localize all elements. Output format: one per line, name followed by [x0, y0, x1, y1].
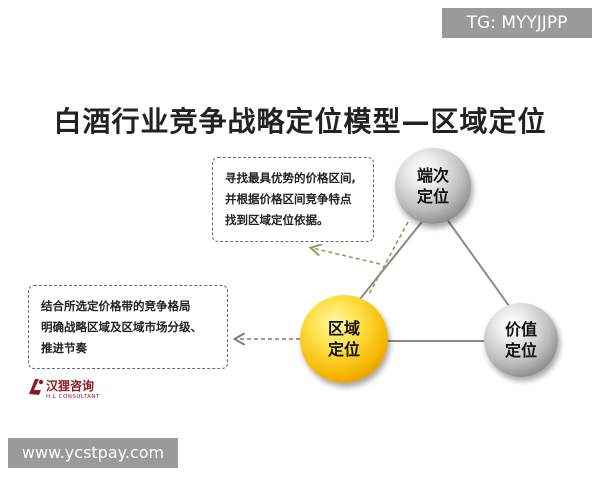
node-label-line: 端次: [416, 166, 449, 185]
callout-line: 结合所选定价格带的竞争格局: [41, 299, 191, 313]
brand-name: 汉狸咨询: [46, 379, 95, 393]
watermark-bottom: www.ycstpay.com: [8, 438, 178, 468]
callout-price-range: 寻找最具优势的价格区间, 并根据价格区间竞争特点 找到区域定位依据。: [212, 157, 374, 242]
node-label-line: 定位: [327, 340, 360, 359]
node-tier-positioning: 端次 定位: [395, 148, 471, 224]
callout-line: 找到区域定位依据。: [225, 213, 329, 227]
node-label-line: 区域: [327, 319, 360, 338]
brand-mark-icon: [29, 379, 44, 395]
callout-line: 推进节奏: [41, 341, 87, 355]
dashed-arrow-top-2: [367, 221, 409, 297]
brand-subtitle: H.L CONSULTANT: [46, 394, 100, 400]
dashed-arrow-top: [312, 248, 381, 265]
node-label-line: 定位: [504, 341, 537, 360]
callout-line: 寻找最具优势的价格区间,: [225, 171, 356, 185]
page-title: 白酒行业竞争战略定位模型—区域定位: [53, 105, 547, 138]
node-label-line: 价值: [504, 320, 537, 339]
callout-strategic-region: 结合所选定价格带的竞争格局 明确战略区域及区域市场分级、 推进节奏: [28, 285, 228, 369]
edge-top-right: [445, 217, 513, 311]
node-regional-positioning: 区域 定位: [300, 295, 388, 383]
edge-top-left: [355, 217, 426, 305]
callout-line: 明确战略区域及区域市场分级、: [41, 320, 202, 334]
node-label-line: 定位: [416, 187, 449, 206]
callout-line: 并根据价格区间竞争特点: [225, 192, 352, 206]
node-value-positioning: 价值 定位: [484, 303, 558, 377]
watermark-top: TG: MYYJJPP: [442, 8, 592, 38]
brand-logo: 汉狸咨询 H.L CONSULTANT: [26, 376, 106, 406]
